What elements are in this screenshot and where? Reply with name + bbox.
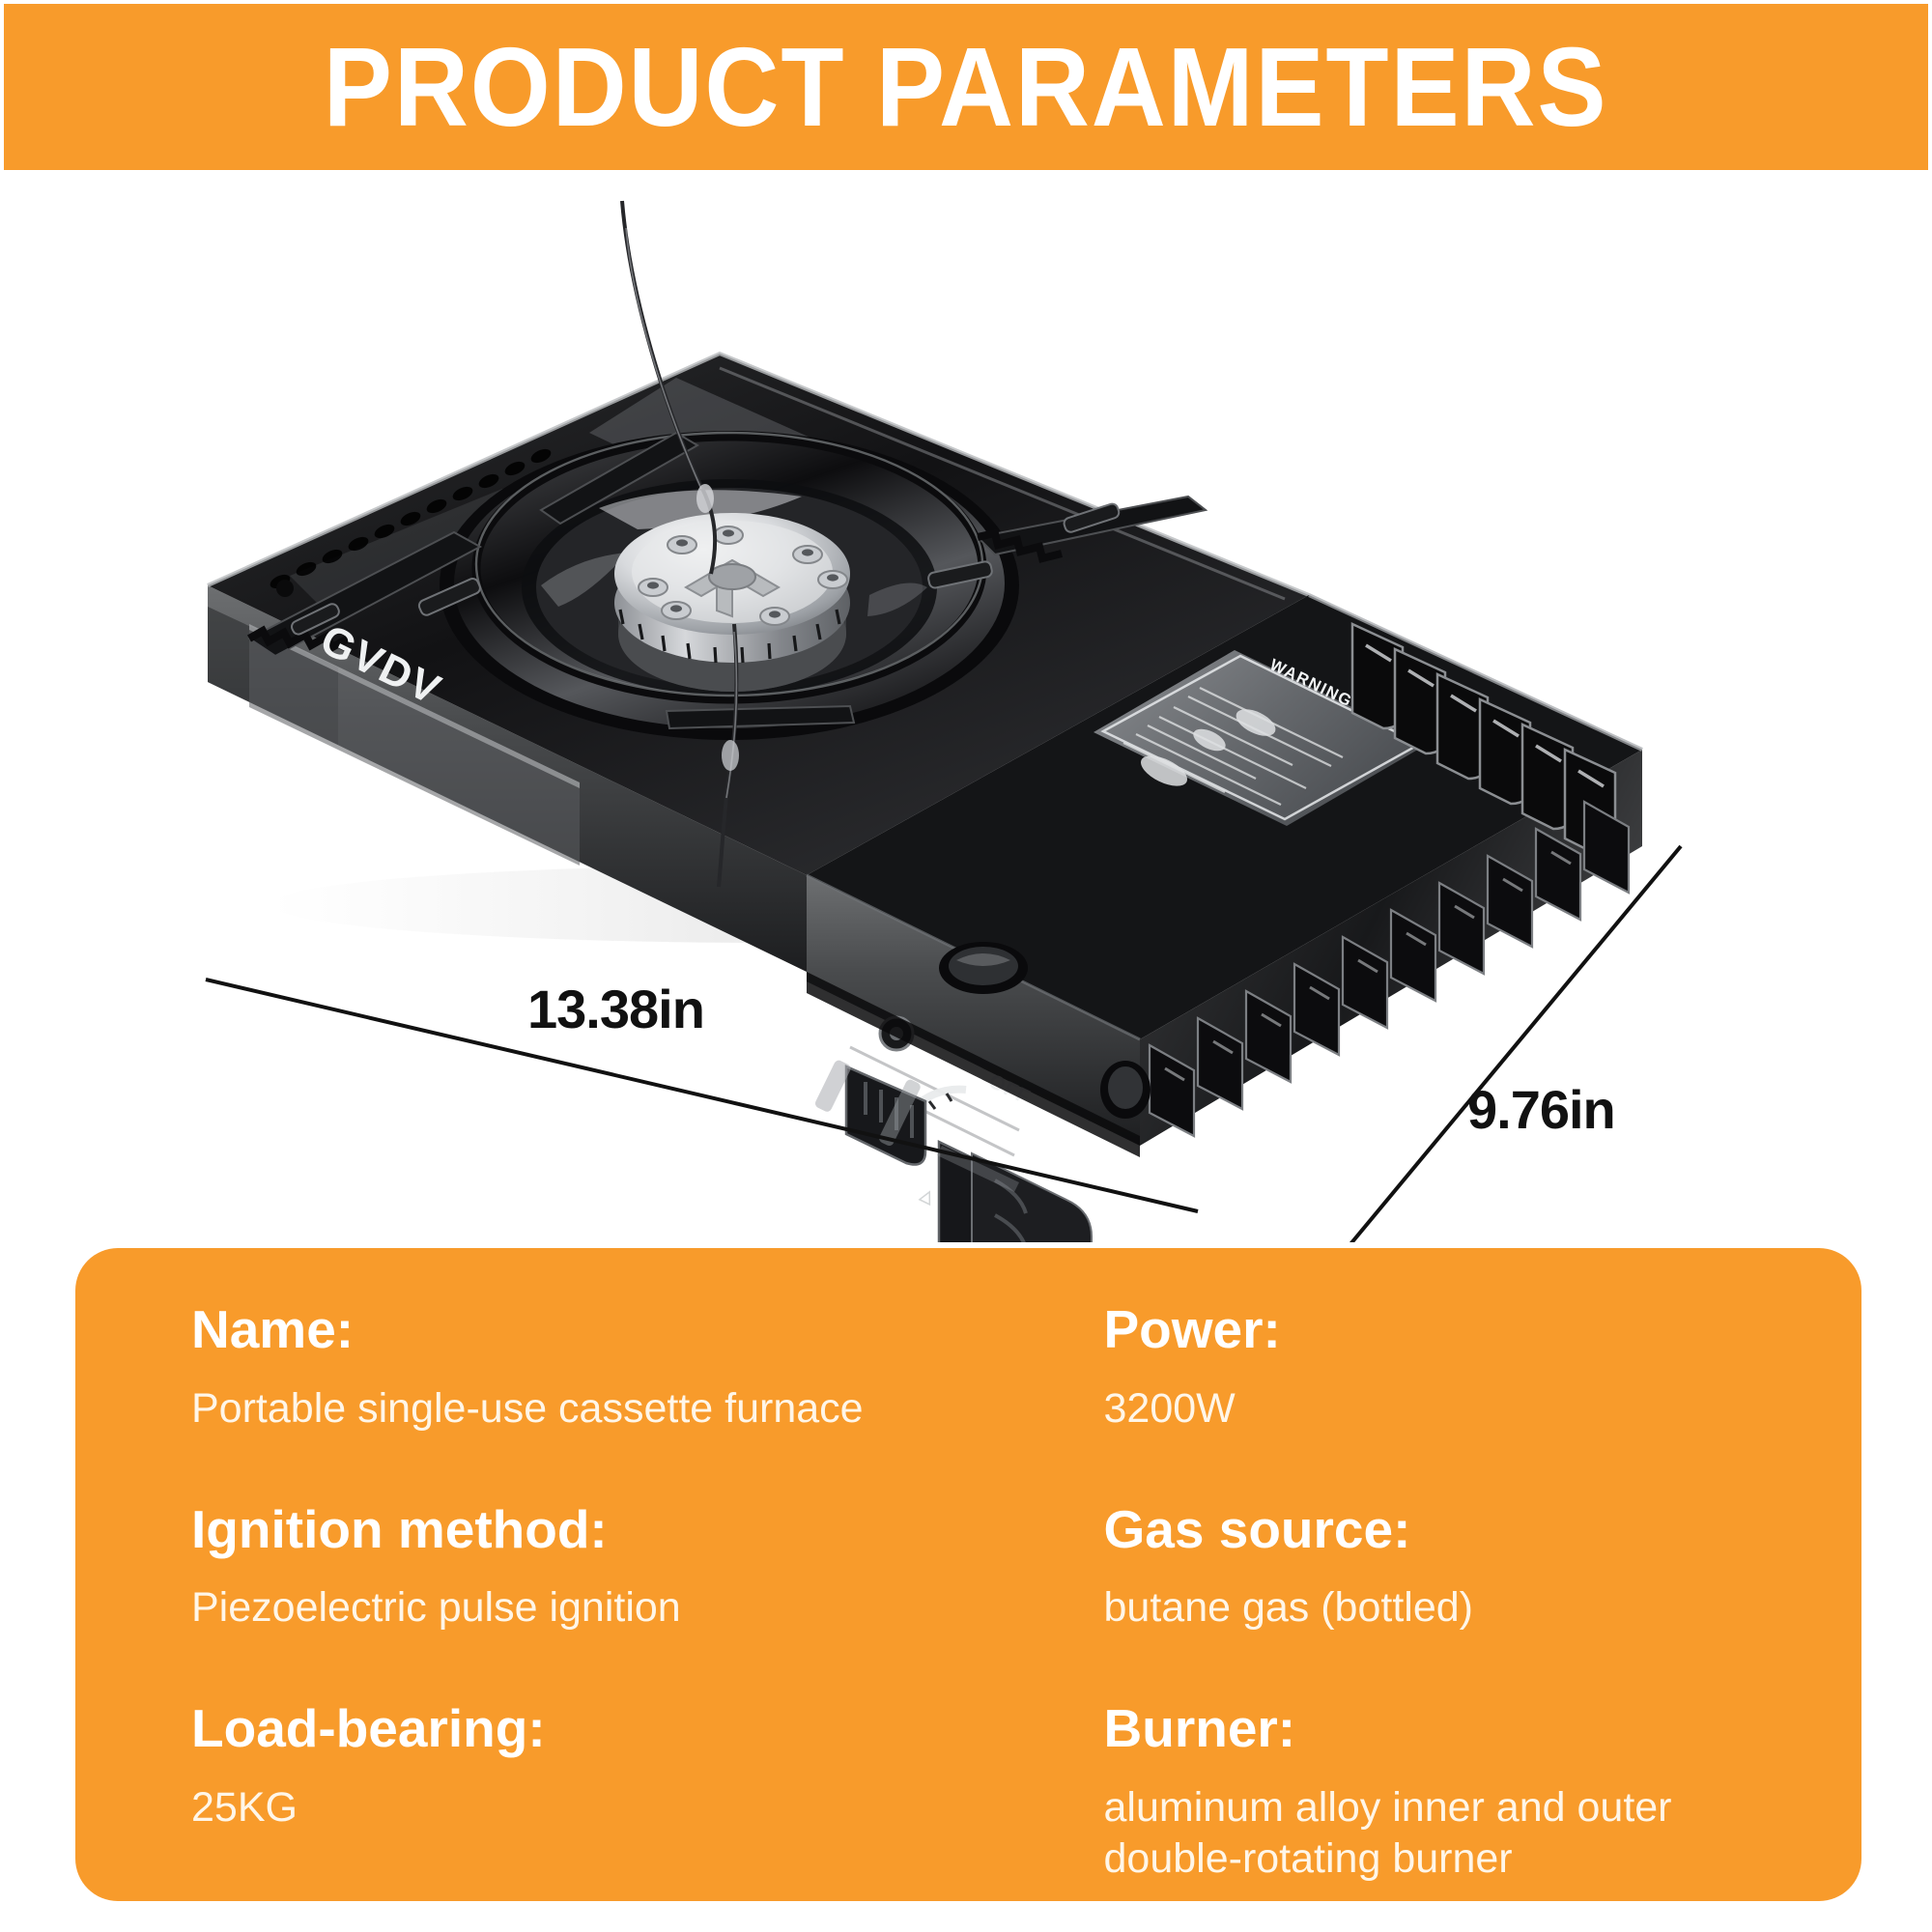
spec-value-gas-source: butane gas (bottled) [1103,1584,1474,1632]
lever-bracket-right [879,1079,921,1147]
warning-label-pictograms [1141,709,1276,786]
spec-value-ignition-method: Piezoelectric pulse ignition [191,1584,681,1632]
spec-label-burner: Burner: [1103,1698,1296,1759]
spec-value-load-bearing: 25KG [191,1784,298,1832]
depth-dimension-line [1350,844,1683,1242]
spec-row-name: Name: Portable single-use cassette furna… [191,1299,1027,1502]
canister-housing-front [807,875,1140,1146]
width-dimension-line [205,978,1199,1213]
brand-plate-highlight [249,624,580,788]
spec-panel: Name: Portable single-use cassette furna… [75,1248,1861,1901]
knob-flame-icon: △ [917,1184,938,1208]
housing-bottom-lip [807,972,1140,1157]
pot-support-tabs [291,502,1121,636]
vent-fins [1148,622,1631,1138]
burner-nozzles [638,526,848,626]
spec-label-ignition-method: Ignition method: [191,1498,608,1559]
spec-row-burner: Burner: aluminum alloy inner and outer d… [1027,1701,1862,1901]
lever-bracket [815,1060,851,1112]
spec-label-name: Name: [191,1299,355,1359]
top-screw-left [276,580,294,597]
spec-value-name: Portable single-use cassette furnace [191,1384,864,1432]
control-knob-grip [971,1151,1093,1242]
spec-row-load-bearing: Load-bearing: 25KG [191,1701,1027,1901]
lever-ribs [864,1082,914,1138]
product-illustration: WARNING [205,200,1683,1242]
spec-label-power: Power: [1103,1299,1281,1359]
spec-label-load-bearing: Load-bearing: [191,1698,546,1759]
header-banner: PRODUCT PARAMETERS [4,4,1928,170]
control-knob-ribs [994,1179,1028,1242]
spec-value-power: 3200W [1103,1384,1236,1432]
igniter-insulator-upper [696,484,714,513]
brand-plate [249,624,580,866]
burner-center-hub [708,563,756,590]
page-title: PRODUCT PARAMETERS [324,24,1608,150]
warning-label [1094,650,1428,826]
dimension-label-width: 13.38in [527,979,705,1039]
spec-row-power: Power: 3200W [1027,1299,1862,1502]
spec-value-burner: aluminum alloy inner and outer double-ro… [1103,1784,1672,1882]
igniter-insulator-lower [722,740,739,771]
dimension-label-depth: 9.76in [1467,1079,1616,1140]
spec-label-gas-source: Gas source: [1103,1498,1411,1559]
spec-row-ignition-method: Ignition method: Piezoelectric pulse ign… [191,1498,1027,1702]
burner-flame-ports [618,609,841,664]
top-vent-holes [270,448,552,589]
product-image-area: WARNING [0,170,1932,1242]
spec-row-gas-source: Gas source: butane gas (bottled) [1027,1498,1862,1702]
